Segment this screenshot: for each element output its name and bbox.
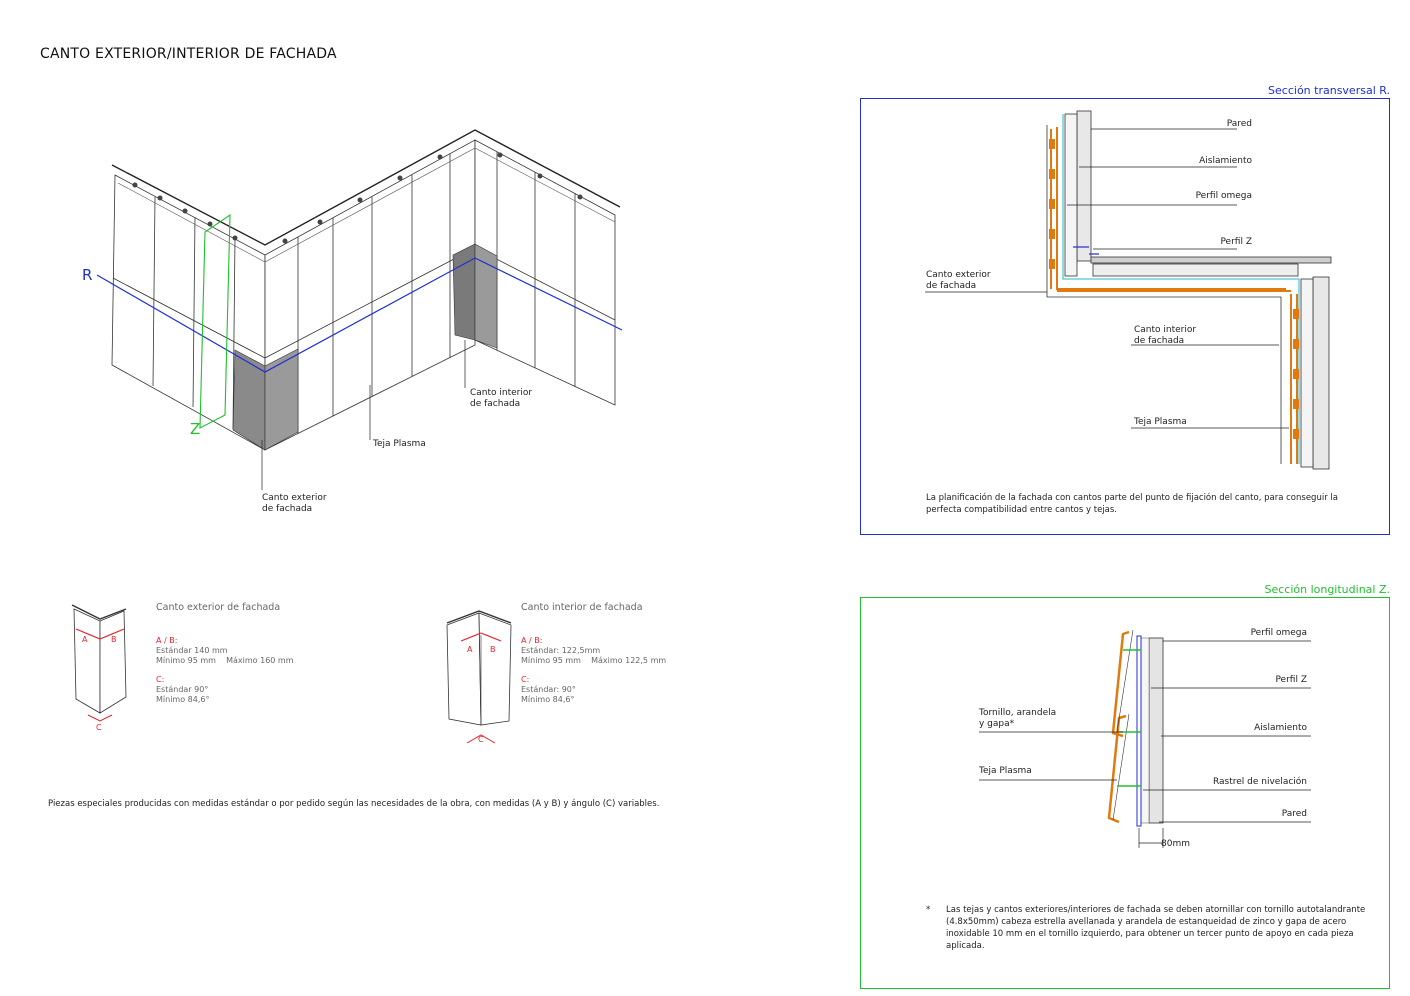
page-title: CANTO EXTERIOR/INTERIOR DE FACHADA [40,46,337,62]
long-section-panel: Perfil omega Perfil Z Tornillo, arandela… [860,597,1390,989]
cross-section-panel: Pared Aislamiento Perfil omega Perfil Z … [860,98,1390,535]
isometric-facade-drawing [96,129,623,490]
cs-label-exterior-corner: Canto exterior de fachada [926,270,991,291]
cross-section-drawing [925,110,1332,470]
piece-ext-c-label: C: [156,675,165,684]
ls-label-insulation: Aislamiento [1254,723,1307,733]
piece-int-ab-std: Estándar: 122,5mm [521,646,601,655]
piece-int-mark-b: B [490,645,496,654]
exterior-corner-piece-side [264,348,299,451]
interior-corner-piece-side [474,243,498,349]
cross-section-title: Sección transversal R. [1268,84,1390,97]
piece-ext-title: Canto exterior de fachada [156,602,281,613]
piece-ext-ab-label: A / B: [156,636,178,645]
piece-ext-ab-range: Mínimo 95 mm Máximo 160 mm [156,656,294,665]
piece-ext-c-std: Estándar 90° [156,685,209,694]
cs-label-z-profile: Perfil Z [1220,237,1252,247]
ls-label-dimension: 80mm [1161,839,1190,849]
axis-z-label: Z [190,420,201,438]
piece-interior: A B C Canto interior de fachada A / B: E… [425,595,745,750]
cs-label-tile: Teja Plasma [1134,417,1187,427]
interior-corner-piece [452,243,476,341]
piece-ext-c-min: Mínimo 84,6° [156,695,210,704]
bottom-note: Piezas especiales producidas con medidas… [48,799,660,809]
piece-ext-mark-c: C [96,723,102,732]
piece-int-title: Canto interior de fachada [521,602,643,613]
piece-int-ab-range: Mínimo 95 mm Máximo 122,5 mm [521,656,667,665]
cs-note: La planificación de la fachada con canto… [926,493,1338,515]
piece-ext-mark-a: A [82,635,88,644]
piece-ext-ab-std: Estándar 140 mm [156,646,228,655]
piece-exterior-drawing [71,604,127,722]
cs-label-omega: Perfil omega [1195,191,1252,201]
piece-int-mark-a: A [467,645,473,654]
ls-footnote-mark: * [926,905,931,915]
cs-label-interior-corner: Canto interior de fachada [1134,325,1197,346]
cs-label-insulation: Aislamiento [1199,156,1252,166]
piece-int-c-std: Estándar: 90° [521,685,576,694]
long-section-drawing [979,629,1311,848]
iso-label-exterior-corner: Canto exterior de fachada [262,493,327,514]
piece-int-c-min: Mínimo 84,6° [521,695,575,704]
piece-int-ab-label: A / B: [521,636,543,645]
iso-label-tile: Teja Plasma [373,439,426,449]
ls-label-wall: Pared [1281,809,1307,819]
piece-exterior: A B C Canto exterior de fachada A / B: E… [60,595,380,745]
ls-label-z-profile: Perfil Z [1275,675,1307,685]
ls-footnote: Las tejas y cantos exteriores/interiores… [946,905,1366,951]
piece-int-c-label: C: [521,675,530,684]
piece-int-mark-c: C [478,735,484,744]
iso-label-interior-corner: Canto interior de fachada [470,388,533,409]
cs-label-wall: Pared [1226,119,1252,129]
ls-label-tile: Teja Plasma [979,766,1032,776]
section-plane-z [199,213,231,429]
section-line-r [96,257,623,373]
ls-label-screw: Tornillo, arandela y gapa* [979,708,1057,729]
long-section-title: Sección longitudinal Z. [1264,583,1390,596]
axis-r-label: R [82,266,93,284]
ls-label-omega: Perfil omega [1250,628,1307,638]
piece-ext-mark-b: B [111,635,117,644]
isometric-facade-view: R Z Canto interior de fachada Teja Plasm… [0,0,700,540]
ls-label-batten: Rastrel de nivelación [1212,777,1307,787]
piece-interior-drawing [446,610,512,744]
